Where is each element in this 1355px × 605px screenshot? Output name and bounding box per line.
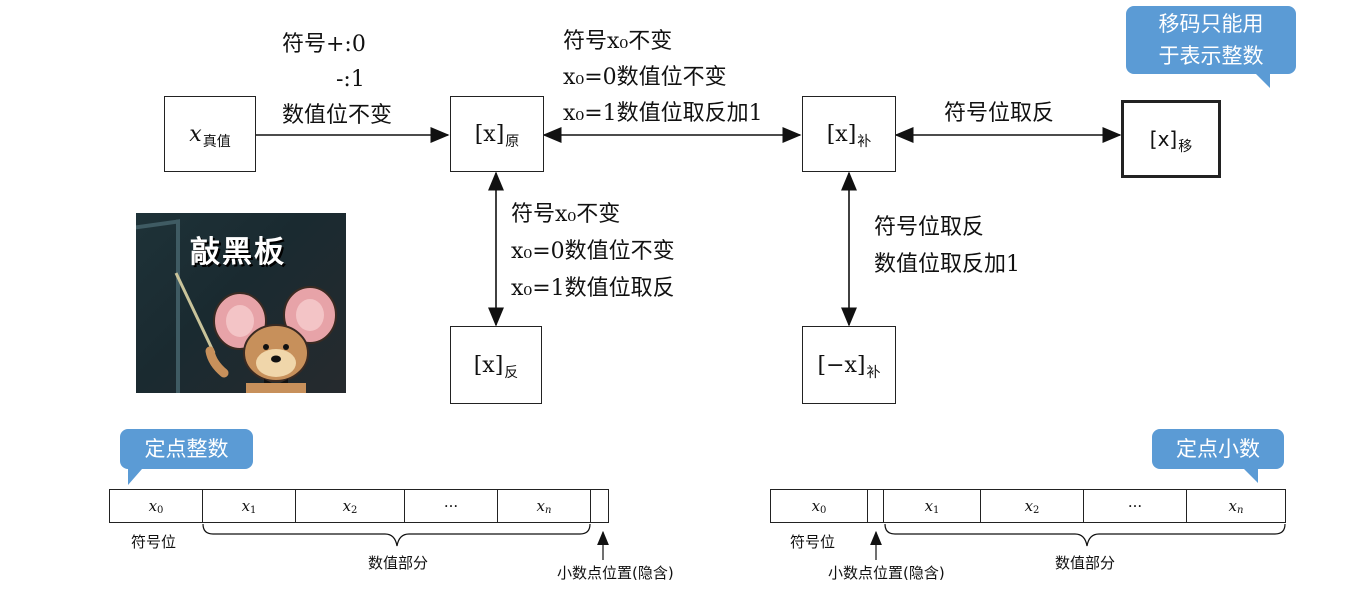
int-cell-xn-var: x [536,497,545,515]
meme-caption: 敲黑板 [190,235,286,270]
biased-code-box: [x]移 [1121,100,1221,178]
twos-complement-text: [x] [826,121,857,147]
label-orig-to-comp-2: x₀=0数值位不变 [563,65,727,90]
callout-fixed-integer: 定点整数 [120,429,253,485]
mouse-character-icon [174,272,337,393]
value-brace-integer [202,523,591,547]
neg-twos-complement-box: [−x]补 [802,326,896,404]
label-orig-to-comp-1: 符号x₀不变 [563,29,673,54]
label-comp-to-neg-2: 数值位取反加1 [874,252,1020,277]
frac-cell-dots-text: ··· [1127,497,1143,515]
meme-image: 敲黑板 [136,213,346,393]
frac-cell-x0-var: x [811,497,821,515]
label-orig-to-ones-3: x₀=1数值位取反 [511,276,675,301]
int-sign-label: 符号位 [131,533,177,551]
int-cell-dots: ··· [405,490,498,522]
callout-fixed-fraction: 定点小数 [1152,429,1284,483]
frac-cell-xn-var: x [1228,497,1237,515]
int-cell-x2-sub: 2 [351,504,358,516]
ones-complement-sub: 反 [504,365,519,381]
label-true-to-orig-2: -:1 [336,67,365,92]
frac-value-label: 数值部分 [1055,554,1116,572]
int-cell-x0-sub: 0 [157,504,164,516]
biased-code-text: [x] [1149,127,1178,151]
callout-biased-note: 移码只能用 于表示整数 [1126,6,1296,88]
int-point-label: 小数点位置(隐含) [557,564,674,582]
value-brace-fraction [884,523,1286,547]
true-value-var: x [189,121,202,147]
int-cell-x1-sub: 1 [250,504,257,516]
frac-cell-dots: ··· [1084,490,1187,522]
frac-cell-x1-var: x [924,497,934,515]
frac-cell-x2-var: x [1024,497,1034,515]
frac-cell-xn-sub: n [1237,504,1244,516]
frac-cell-x2-sub: 2 [1033,504,1040,516]
frac-cell-x0-sub: 0 [820,504,827,516]
callout-biased-line1: 移码只能用 [1158,12,1264,36]
label-comp-to-biased: 符号位取反 [944,101,1055,126]
frac-cell-point [868,490,884,522]
neg-twos-complement-text: [−x] [817,352,866,378]
label-orig-to-ones-2: x₀=0数值位不变 [511,239,675,264]
label-orig-to-comp-3: x₀=1数值位取反加1 [563,101,763,126]
ones-complement-text: [x] [473,352,504,378]
frac-sign-label: 符号位 [790,533,836,551]
original-code-sub: 原 [505,134,520,150]
label-true-to-orig-1: 符号+:0 [282,32,366,57]
callout-biased-line2: 于表示整数 [1158,44,1264,68]
int-cell-x1-var: x [241,497,251,515]
true-value-sub: 真值 [202,134,231,150]
ones-complement-box: [x]反 [450,326,542,404]
neg-twos-complement-sub: 补 [866,365,881,381]
original-code-box: [x]原 [450,96,544,172]
int-cell-dots-text: ··· [443,497,459,515]
frac-point-label: 小数点位置(隐含) [828,564,945,582]
int-cell-point [591,490,608,522]
label-comp-to-neg-1: 符号位取反 [874,215,985,240]
twos-complement-sub: 补 [857,134,872,150]
int-value-label: 数值部分 [368,554,429,572]
label-orig-to-ones-1: 符号x₀不变 [511,202,621,227]
original-code-text: [x] [474,121,505,147]
int-cell-x2-var: x [342,497,352,515]
biased-code-sub: 移 [1178,139,1193,155]
int-cell-xn-sub: n [545,504,552,516]
int-cell-x0-var: x [148,497,158,515]
twos-complement-box: [x]补 [802,96,896,172]
frac-cell-x1-sub: 1 [933,504,940,516]
label-true-to-orig-3: 数值位不变 [282,103,393,128]
